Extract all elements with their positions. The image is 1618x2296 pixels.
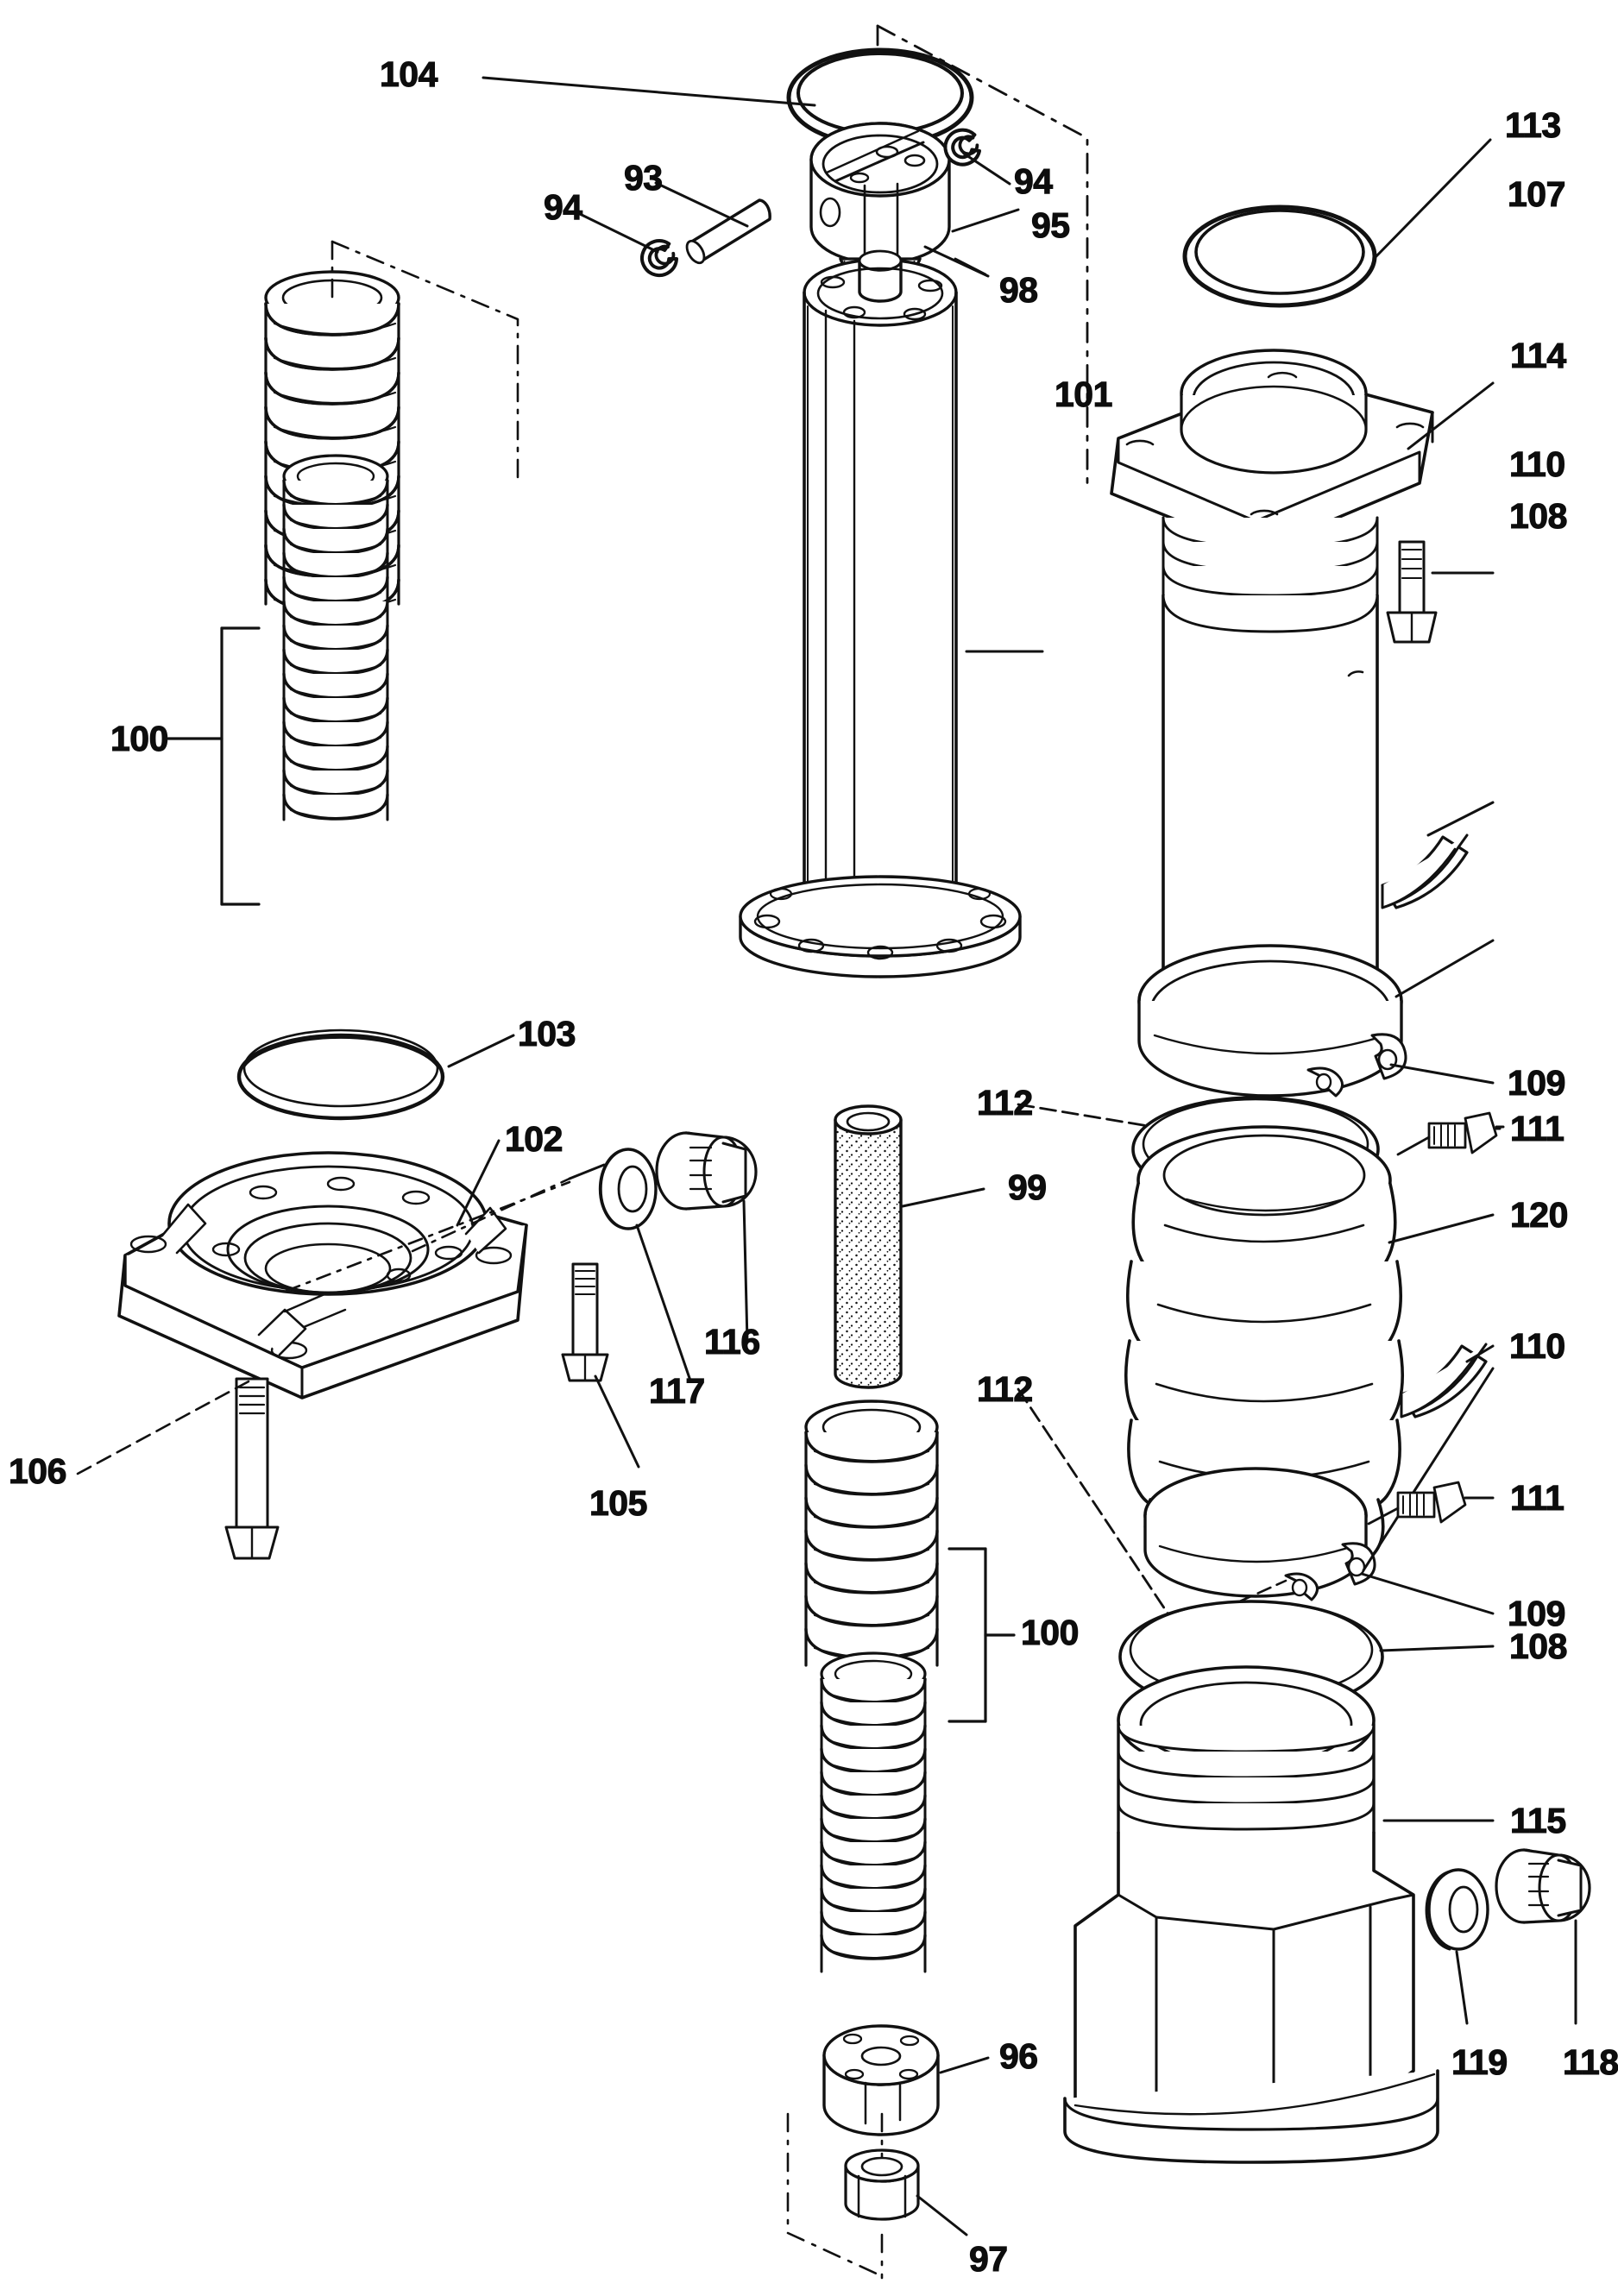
part-99-filter-element — [834, 1104, 903, 1389]
part-101-cylinder-rod — [739, 249, 1022, 978]
callout-111-upper: 111 — [1509, 1109, 1564, 1148]
callout-94-right: 94 — [1013, 161, 1053, 201]
callout-94-left: 94 — [543, 187, 582, 227]
callout-108-lower: 108 — [1508, 1626, 1568, 1666]
part-111-clamp-bolt-upper — [1427, 1111, 1498, 1154]
callout-98: 98 — [998, 270, 1038, 310]
part-114-hex-bolt — [1386, 540, 1438, 644]
callout-119: 119 — [1451, 2042, 1508, 2082]
callout-103: 103 — [517, 1014, 576, 1054]
callout-110-lower: 110 — [1508, 1326, 1565, 1366]
part-107-threaded-skirt — [1162, 516, 1379, 601]
callout-96: 96 — [998, 2036, 1038, 2076]
part-113-gasket-ring — [1182, 204, 1377, 308]
part-108-clamp-ring-upper — [1137, 944, 1407, 1098]
callout-115: 115 — [1509, 1801, 1566, 1840]
callout-110-upper: 110 — [1508, 444, 1565, 484]
callout-111-lower: 111 — [1509, 1478, 1564, 1518]
part-107-flange-housing — [1110, 349, 1434, 554]
part-115-outer-sleeve — [1063, 1665, 1439, 2164]
callout-120: 120 — [1509, 1195, 1569, 1235]
part-103-spring-seat-washer — [236, 1028, 445, 1121]
callout-112-lower: 112 — [976, 1369, 1033, 1409]
callout-93: 93 — [623, 158, 663, 198]
callout-112-upper: 112 — [976, 1083, 1033, 1123]
part-116-bolt-with-washer — [655, 1131, 758, 1211]
part-100-spring-lower-center — [820, 1651, 927, 1973]
callout-104: 104 — [379, 54, 438, 94]
callout-101: 101 — [1054, 374, 1113, 414]
part-110-wear-shim-lower — [1400, 1343, 1488, 1418]
callout-114: 114 — [1509, 336, 1566, 375]
part-100-spring-upper-center — [804, 1400, 939, 1667]
callout-99: 99 — [1007, 1167, 1047, 1207]
part-100-spring-lower-left — [282, 454, 389, 821]
part-108-clamp-ring-lower — [1143, 1467, 1376, 1601]
callout-102: 102 — [504, 1119, 563, 1159]
part-96-end-flange — [822, 2024, 940, 2136]
callout-109-upper: 109 — [1507, 1063, 1566, 1103]
part-118-bolt-with-washer — [1495, 1848, 1591, 1924]
callout-100-center: 100 — [1020, 1613, 1080, 1652]
callout-bracket-100-left — [167, 626, 261, 906]
callout-113: 113 — [1504, 105, 1561, 145]
callout-108-upper: 108 — [1508, 496, 1568, 536]
callout-105: 105 — [589, 1483, 648, 1523]
part-111-clamp-bolt-lower — [1396, 1481, 1467, 1524]
part-104-o-ring — [786, 47, 974, 148]
callout-118: 118 — [1562, 2042, 1618, 2082]
callout-106: 106 — [8, 1451, 67, 1491]
part-117-flat-washer — [598, 1148, 658, 1230]
callout-107: 107 — [1507, 174, 1566, 214]
part-106-long-hex-bolt — [224, 1377, 280, 1560]
part-97-hex-nut — [844, 2148, 920, 2221]
part-110-wear-shim-upper — [1381, 833, 1469, 909]
callout-bracket-100-center — [948, 1547, 1016, 1723]
callout-117: 117 — [648, 1371, 705, 1411]
callout-100-left: 100 — [110, 719, 169, 758]
callout-116: 116 — [703, 1322, 760, 1362]
part-93-pivot-pin — [685, 198, 771, 265]
part-119-flat-washer — [1425, 1868, 1489, 1951]
part-102-mounting-plate — [117, 1151, 528, 1400]
callout-97: 97 — [968, 2239, 1008, 2279]
centerline-bottom — [786, 2112, 884, 2280]
callout-95: 95 — [1030, 205, 1070, 245]
part-105-hex-bolt — [561, 1262, 609, 1382]
centerline-left-spring — [331, 240, 519, 485]
callout-109-lower: 109 — [1507, 1594, 1566, 1633]
part-95-piston-head — [809, 122, 951, 265]
